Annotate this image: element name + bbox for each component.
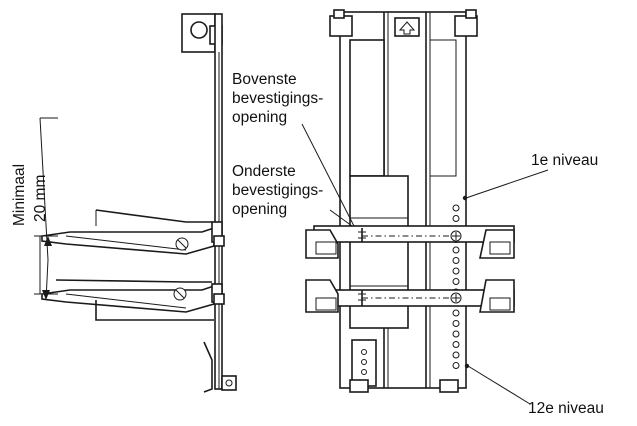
level-first-label: 1e niveau (531, 152, 598, 169)
front-lower-bracket (305, 279, 515, 313)
bottom-opening-label-line2: bevestigings- (232, 182, 323, 199)
front-upper-bracket (305, 225, 515, 259)
adjustment-hole (452, 341, 460, 348)
bottom-opening-leader (329, 209, 353, 227)
top-clip-hole (190, 21, 208, 39)
front-foot-left (349, 379, 369, 393)
adjustment-hole (452, 246, 460, 254)
min-distance-dimension (34, 117, 58, 301)
left-top-tab (329, 15, 353, 37)
adjustment-hole (452, 320, 460, 327)
up-arrow-icon (394, 17, 420, 37)
front-foot-right (439, 379, 459, 393)
top-opening-leader (301, 123, 355, 227)
adjustment-hole (452, 309, 460, 317)
level-last-label: 12e niveau (528, 400, 604, 417)
adjustment-hole (452, 351, 460, 359)
level-last-leader (467, 365, 531, 405)
top-opening-label-line1: Bovenste (232, 71, 297, 88)
front-view (305, 9, 515, 393)
lower-shelf-bracket (41, 279, 223, 321)
adjustment-hole (452, 204, 460, 212)
side-view: Minimaal 20 mm (11, 13, 237, 393)
adjustment-hole (452, 257, 460, 264)
min-label-line1: Minimaal (11, 164, 28, 226)
right-top-tab (454, 15, 478, 37)
adjustment-hole (452, 267, 460, 275)
level-first-leader (465, 169, 549, 199)
bottom-opening-label-line3: opening (232, 201, 287, 218)
adjustment-hole (452, 278, 460, 285)
top-opening-label-line2: bevestigings- (232, 90, 323, 107)
top-opening-label-line3: opening (232, 109, 287, 126)
adjustment-hole (452, 215, 460, 222)
min-label-line2: 20 mm (32, 175, 49, 222)
adjustment-hole (452, 362, 460, 369)
adjustment-hole (452, 330, 460, 338)
upper-shelf-bracket (41, 209, 223, 255)
bottom-opening-label-line1: Onderste (232, 163, 296, 180)
callouts: Bovenste bevestigings- opening Onderste … (232, 71, 604, 417)
